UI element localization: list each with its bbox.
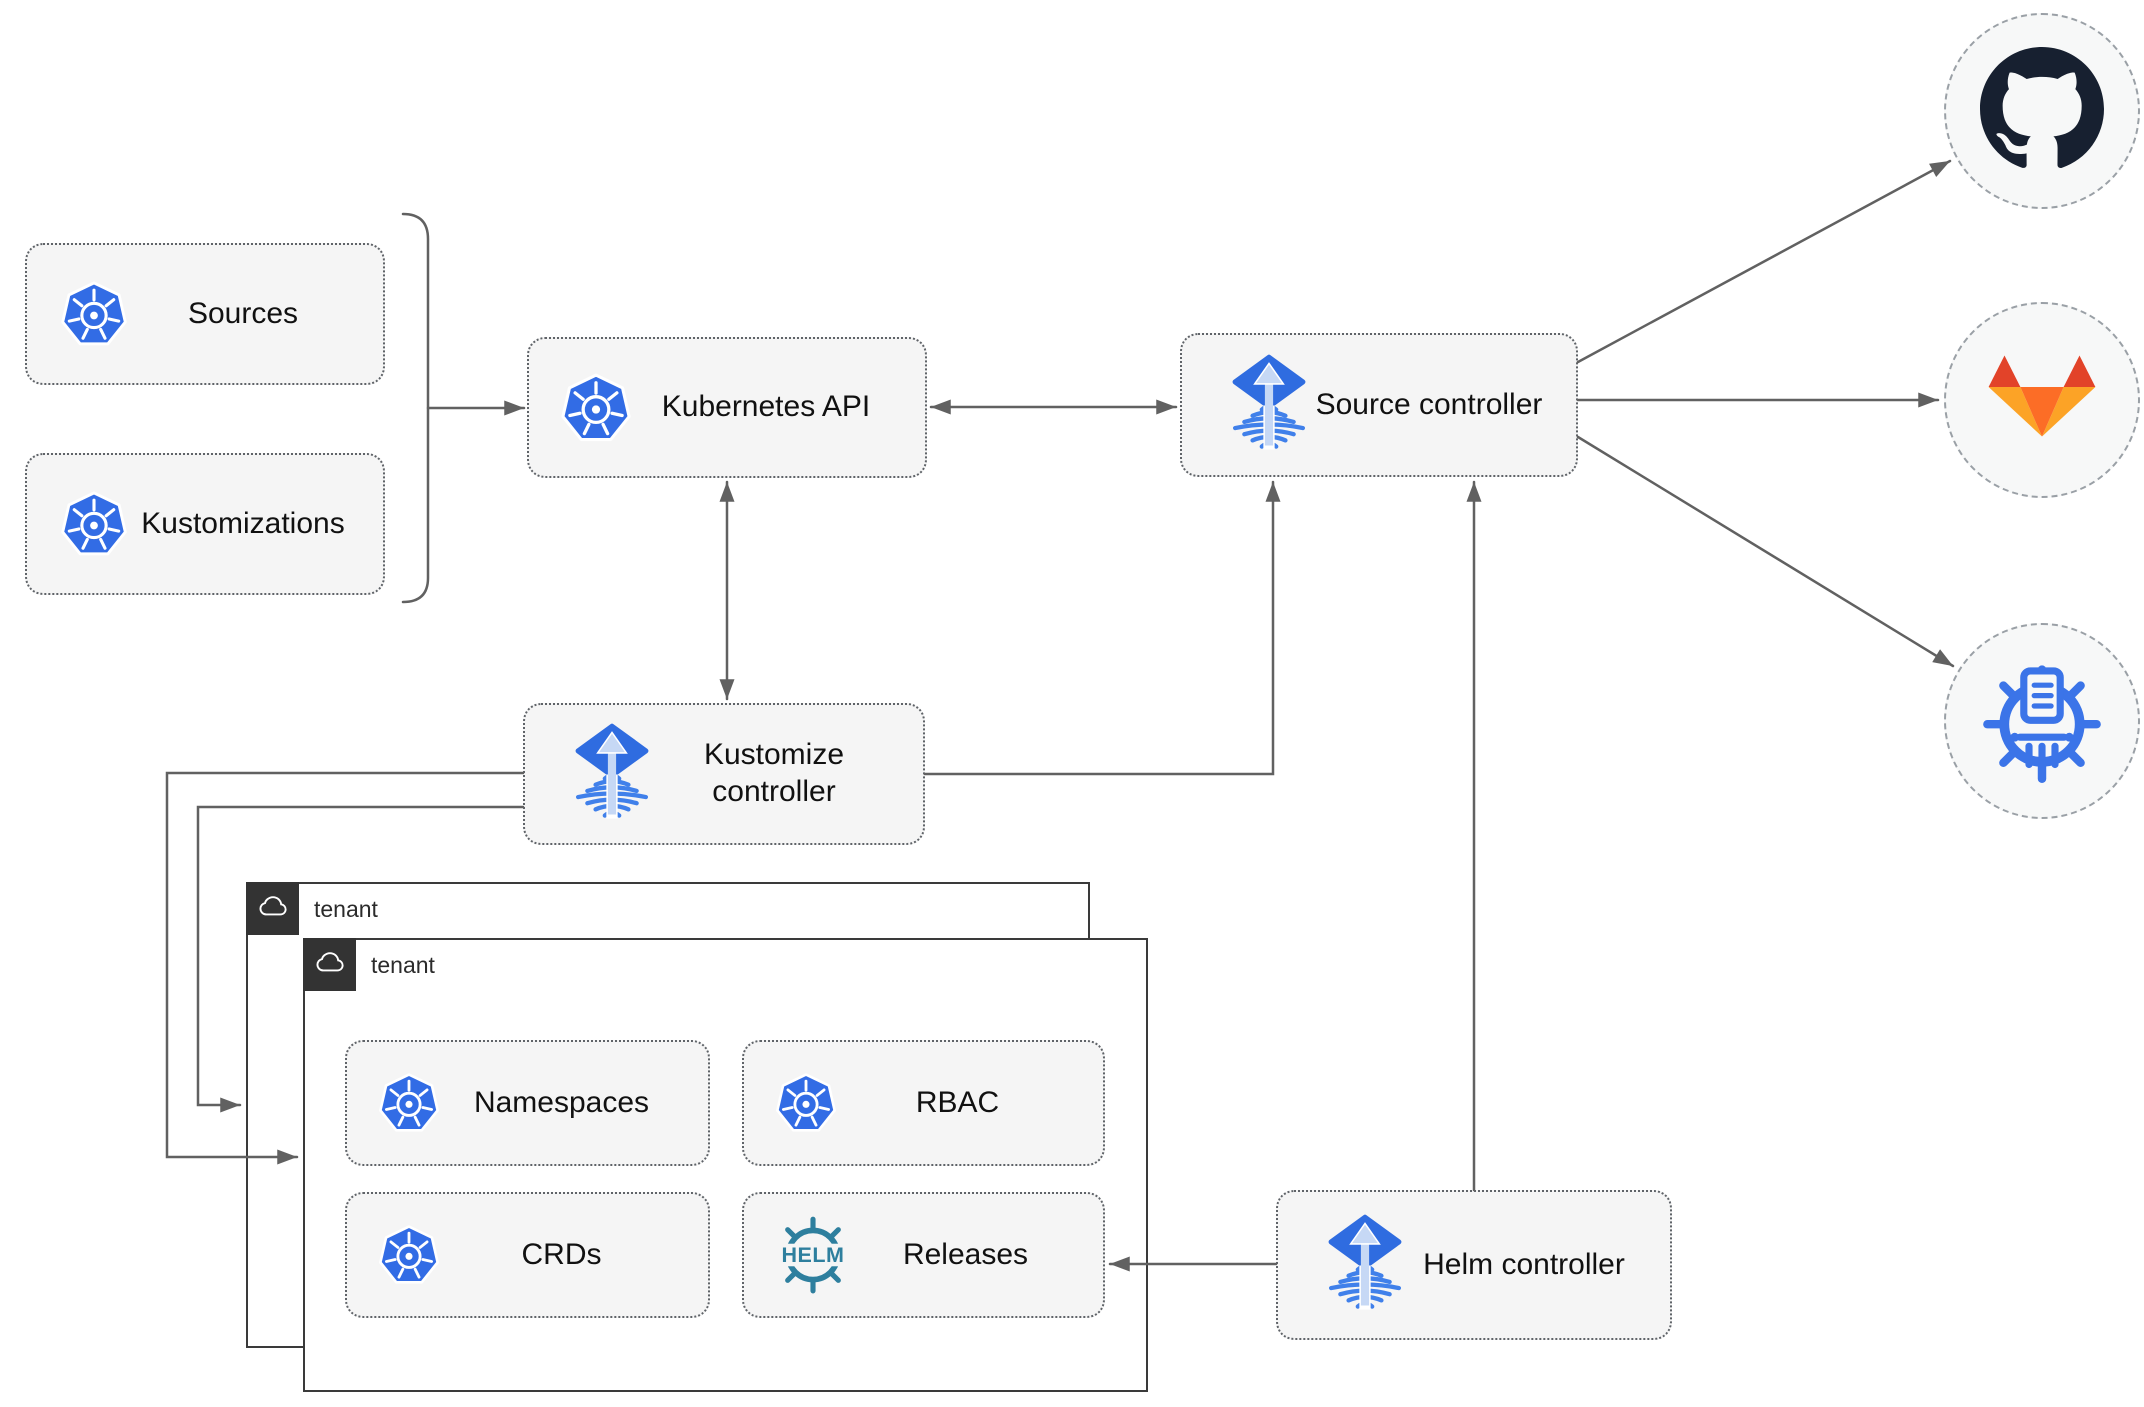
helm-icon-text: HELM [781, 1243, 844, 1267]
cloud-icon [258, 891, 288, 926]
node-label: Namespaces [473, 1085, 650, 1119]
tenant-label: tenant [314, 896, 378, 922]
node-label: Kubernetes API [661, 390, 871, 424]
node-source-controller: Source controller [1180, 333, 1578, 477]
flux-icon [1326, 1214, 1404, 1317]
node-namespaces: Namespaces [345, 1040, 710, 1166]
node-label: CRDs [521, 1237, 602, 1271]
node-sources: Sources [25, 243, 385, 385]
node-label: Sources [187, 296, 299, 330]
kubernetes-icon [377, 1223, 441, 1287]
node-kustomizations: Kustomizations [25, 453, 385, 595]
tenant-label: tenant [371, 952, 435, 978]
kubernetes-icon [59, 279, 129, 349]
helm-icon: HELM [772, 1214, 854, 1296]
remote-gitlab [1944, 302, 2140, 498]
flux-icon [573, 723, 651, 826]
tenant-tag [246, 882, 299, 935]
node-label: Kustomize controller [703, 738, 845, 808]
node-kubernetes-api: Kubernetes API [527, 337, 927, 478]
tenant-tag [303, 938, 356, 991]
node-rbac: RBAC [742, 1040, 1105, 1166]
remote-github [1944, 13, 2140, 209]
node-releases: HELM Releases [742, 1192, 1105, 1318]
node-label: Kustomizations [141, 506, 345, 540]
kubernetes-icon [377, 1071, 441, 1135]
node-label: Source controller [1315, 387, 1543, 421]
node-crds: CRDs [345, 1192, 710, 1318]
node-label: Helm controller [1423, 1247, 1625, 1281]
node-label: Releases [902, 1237, 1029, 1271]
bracket-sources-kustomizations [401, 212, 430, 604]
arrow-source-controller-to-chartmuseum [1576, 435, 1955, 668]
node-kustomize-controller: Kustomize controller [523, 703, 925, 845]
gitlab-icon [1982, 354, 2102, 446]
kubernetes-icon [59, 489, 129, 559]
arrow-source-controller-to-github [1576, 159, 1952, 364]
remote-chartmuseum [1944, 623, 2140, 819]
chartmuseum-icon [1977, 654, 2107, 789]
arrow-kustomize-to-source-controller [923, 480, 1281, 776]
cloud-icon [315, 947, 345, 982]
github-icon [1980, 46, 2104, 176]
node-helm-controller: Helm controller [1276, 1190, 1672, 1340]
kubernetes-icon [774, 1071, 838, 1135]
flux-icon [1230, 354, 1308, 457]
kubernetes-icon [559, 371, 633, 445]
node-label: RBAC [915, 1085, 1000, 1119]
